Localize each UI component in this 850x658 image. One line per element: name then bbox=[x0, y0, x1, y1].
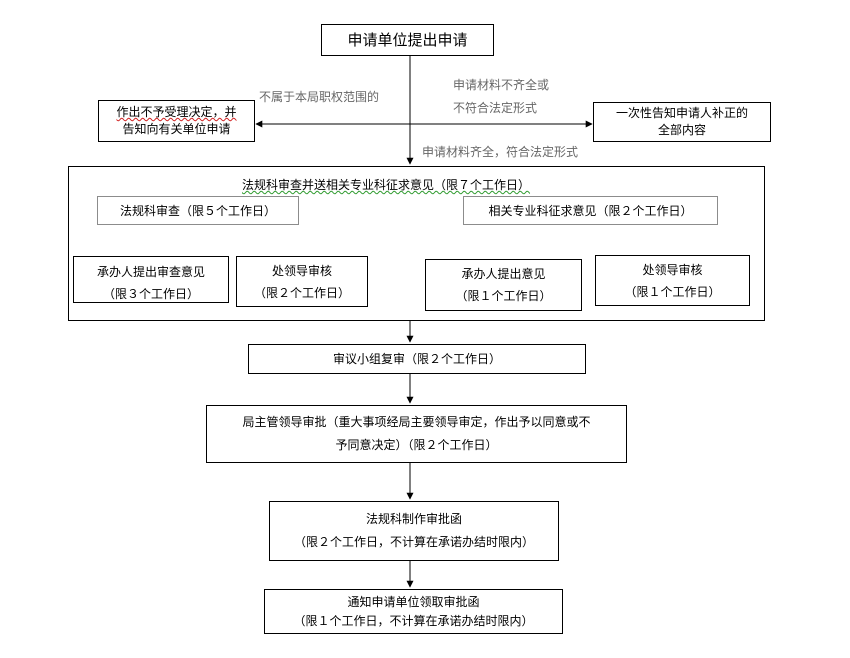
notify-line1: 通知申请单位领取审批函 bbox=[347, 594, 480, 609]
specialty-consult-box: 相关专业科征求意见（限２个工作日） bbox=[463, 196, 718, 225]
specialty-leader-box: 处领导审核 （限１个工作日） bbox=[595, 255, 750, 306]
panel-review-text: 审议小组复审（限２个工作日） bbox=[332, 352, 501, 366]
supplement-notice-line1: 一次性告知申请人补正的 bbox=[615, 106, 748, 120]
legal-leader-line2: （限２个工作日） bbox=[253, 285, 350, 300]
director-approval-line1: 局主管领导审批（重大事项经局主要领导审定，作出予以同意或不 bbox=[242, 415, 591, 429]
reject-decision-box: 作出不予受理决定，并 告知向有关单位申请 bbox=[98, 100, 255, 142]
issue-letter-line2: （限２个工作日，不计算在承诺办结时限内） bbox=[293, 535, 534, 549]
director-approval-box: 局主管领导审批（重大事项经局主要领导审定，作出予以同意或不 予同意决定）（限２个… bbox=[206, 405, 627, 463]
supplement-notice-line2: 全部内容 bbox=[657, 123, 706, 137]
legal-handler-line2: （限３个工作日） bbox=[102, 287, 199, 301]
legal-leader-line1: 处领导审核 bbox=[271, 263, 332, 278]
review-stage-title: 法规科审查并送相关专业科征求意见（限７个工作日） bbox=[242, 177, 530, 193]
issue-letter-line1: 法规科制作审批函 bbox=[365, 512, 462, 526]
specialty-consult-text: 相关专业科征求意见（限２个工作日） bbox=[488, 203, 693, 218]
supplement-notice-box: 一次性告知申请人补正的 全部内容 bbox=[593, 102, 771, 142]
legal-review-text: 法规科审查（限５个工作日） bbox=[119, 203, 276, 218]
specialty-leader-line2: （限１个工作日） bbox=[624, 284, 721, 299]
notify-box: 通知申请单位领取审批函 （限１个工作日，不计算在承诺办结时限内） bbox=[264, 589, 563, 634]
legal-handler-box: 承办人提出审查意见 （限３个工作日） bbox=[73, 256, 229, 303]
start-box: 申请单位提出申请 bbox=[321, 24, 494, 56]
reject-decision-line2: 告知向有关单位申请 bbox=[122, 122, 231, 136]
director-approval-line2: 予同意决定）（限２个工作日） bbox=[335, 438, 498, 452]
legal-leader-box: 处领导审核 （限２个工作日） bbox=[236, 256, 368, 307]
specialty-leader-line1: 处领导审核 bbox=[642, 262, 703, 277]
accept-condition-label: 申请材料齐全，符合法定形式 bbox=[422, 145, 579, 159]
specialty-handler-box: 承办人提出意见 （限１个工作日） bbox=[425, 259, 582, 311]
notify-line2: （限１个工作日，不计算在承诺办结时限内） bbox=[293, 613, 534, 628]
reject-decision-line1: 作出不予受理决定，并 bbox=[116, 105, 237, 119]
legal-review-box: 法规科审查（限５个工作日） bbox=[97, 196, 299, 225]
incomplete-condition-line2: 不符合法定形式 bbox=[453, 101, 538, 115]
panel-review-box: 审议小组复审（限２个工作日） bbox=[248, 344, 586, 374]
start-text: 申请单位提出申请 bbox=[347, 31, 468, 49]
legal-handler-line1: 承办人提出审查意见 bbox=[96, 265, 205, 279]
incomplete-condition-line1: 申请材料不齐全或 bbox=[453, 78, 550, 92]
specialty-handler-line2: （限１个工作日） bbox=[455, 289, 552, 303]
issue-letter-box: 法规科制作审批函 （限２个工作日，不计算在承诺办结时限内） bbox=[269, 501, 559, 561]
reject-condition-label: 不属于本局职权范围的 bbox=[259, 90, 380, 104]
review-stage-title-text: 法规科审查并送相关专业科征求意见（限７个工作日） bbox=[242, 178, 531, 192]
specialty-handler-line1: 承办人提出意见 bbox=[461, 267, 546, 281]
